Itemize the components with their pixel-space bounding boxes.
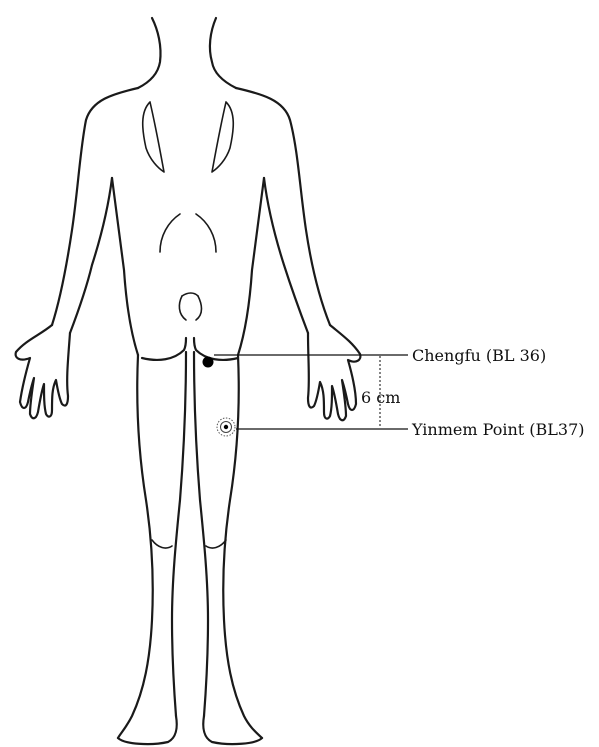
- left-leg-outer: [118, 355, 153, 738]
- lower-back-left: [160, 214, 180, 252]
- neck-left: [138, 18, 161, 88]
- yinmen-label: Yinmem Point (BL37): [411, 420, 585, 439]
- sacrum-top: [182, 293, 198, 296]
- right-leg-inner: [194, 352, 208, 716]
- neck-right: [210, 18, 236, 88]
- distance-label: 6 cm: [361, 388, 400, 407]
- chengfu-point-marker: [203, 357, 214, 368]
- sacrum-left: [179, 296, 186, 320]
- gluteal-fold-right: [194, 338, 238, 360]
- torso-right-side: [238, 178, 264, 355]
- lower-back-right: [196, 214, 216, 252]
- right-scapula: [212, 102, 233, 172]
- left-foot: [118, 716, 177, 744]
- yinmen-point-marker: [217, 418, 235, 436]
- gluteal-fold-left: [142, 338, 186, 360]
- human-figure-back-view: [16, 18, 361, 744]
- chengfu-label: Chengfu (BL 36): [412, 346, 546, 365]
- right-hand: [308, 325, 360, 420]
- left-knee-crease: [152, 540, 172, 548]
- left-hand: [16, 325, 70, 418]
- right-knee-crease: [206, 540, 226, 548]
- right-leg-outer: [223, 355, 262, 738]
- sacrum-right: [196, 296, 202, 320]
- left-scapula: [143, 102, 164, 172]
- torso-left-side: [112, 178, 138, 355]
- left-leg-inner: [172, 352, 186, 716]
